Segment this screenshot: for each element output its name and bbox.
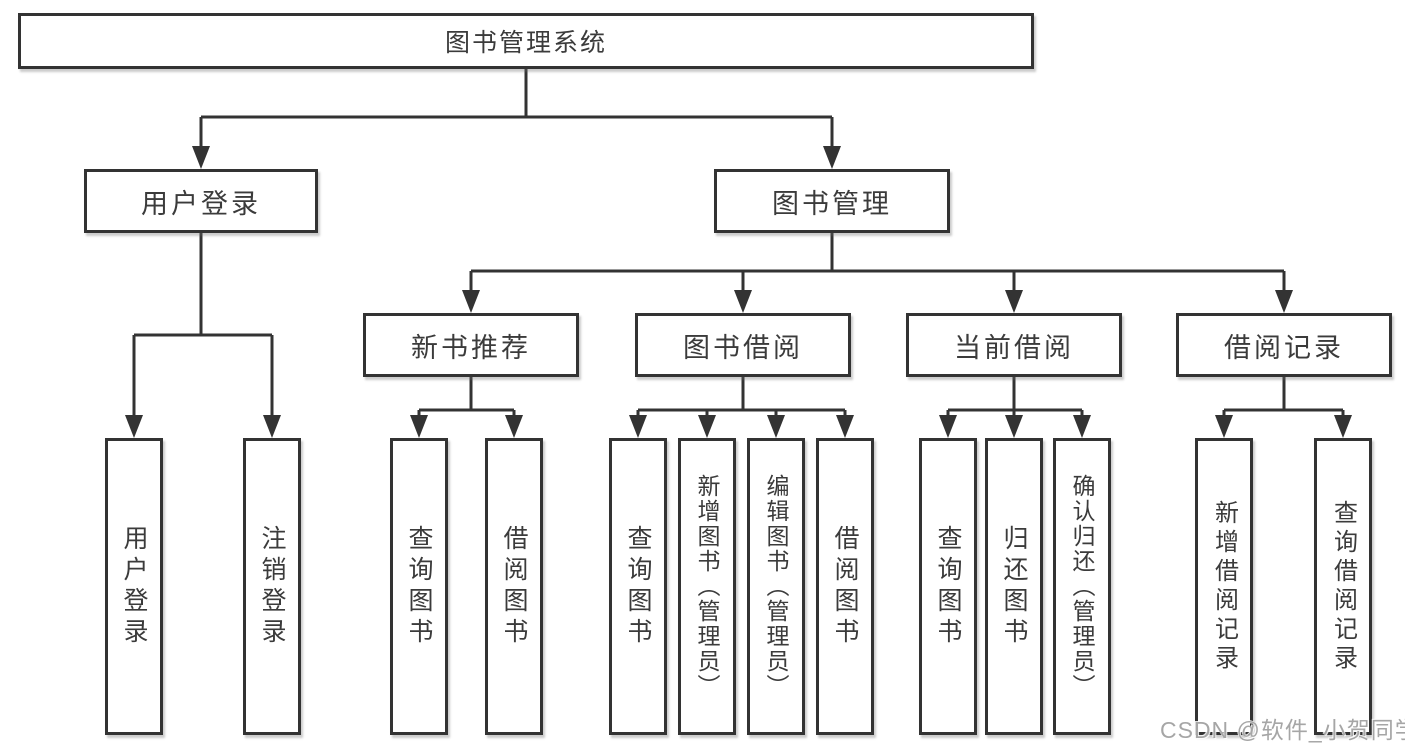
node-label: 注销登录 — [258, 524, 286, 649]
node-label: 借阅图书 — [831, 524, 859, 649]
node-label: 用户登录 — [141, 188, 261, 219]
connector-user-login — [132, 233, 274, 418]
node-current-borrowing: 当前借阅 — [906, 313, 1122, 377]
connector-book-borrow — [636, 377, 847, 418]
node-label: 查询图书 — [624, 524, 652, 649]
node-label: 图书管理系统 — [444, 29, 607, 57]
connector-current-borrow — [946, 377, 1084, 418]
leaf-logout: 注销登录 — [243, 438, 301, 735]
leaf-query-borrow-record: 查询借阅记录 — [1314, 438, 1372, 735]
connector-borrow-records — [1222, 377, 1345, 418]
leaf-confirm-return-admin: 确认归还（管理员） — [1053, 438, 1111, 735]
leaf-borrow-books-borrowing: 借阅图书 — [816, 438, 874, 735]
node-label: 图书管理 — [772, 188, 892, 219]
csdn-watermark: CSDN @软件_小贺同学 — [1160, 717, 1405, 743]
node-label: 查询图书 — [405, 524, 433, 649]
leaf-return-books: 归还图书 — [985, 438, 1043, 735]
node-label: 归还图书 — [1000, 524, 1028, 649]
node-label: 查询图书 — [934, 524, 962, 649]
leaf-query-books-current: 查询图书 — [919, 438, 977, 735]
leaf-add-borrow-record: 新增借阅记录 — [1195, 438, 1253, 735]
connector-new-books — [417, 377, 516, 418]
connector-book-management — [469, 233, 1286, 293]
node-borrowing-records: 借阅记录 — [1176, 313, 1392, 377]
leaf-add-books-admin: 新增图书（管理员） — [678, 438, 736, 735]
node-label: 图书借阅 — [683, 332, 803, 363]
leaf-user-login: 用户登录 — [105, 438, 163, 735]
node-library-management-system: 图书管理系统 — [18, 13, 1034, 69]
node-label: 当前借阅 — [954, 332, 1074, 363]
node-label: 确认归还（管理员） — [1069, 474, 1095, 699]
node-label: 新书推荐 — [411, 332, 531, 363]
node-label: 查询借阅记录 — [1329, 499, 1357, 674]
leaf-query-books-borrowing: 查询图书 — [609, 438, 667, 735]
leaf-borrow-books-recommend: 借阅图书 — [485, 438, 543, 735]
leaf-query-books-recommend: 查询图书 — [390, 438, 448, 735]
node-user-login: 用户登录 — [84, 169, 318, 233]
leaf-edit-books-admin: 编辑图书（管理员） — [747, 438, 805, 735]
node-label: 借阅图书 — [500, 524, 528, 649]
node-book-management: 图书管理 — [714, 169, 950, 233]
node-label: 编辑图书（管理员） — [763, 474, 789, 699]
arrowheads — [125, 146, 1352, 438]
node-label: 新增借阅记录 — [1210, 499, 1238, 674]
node-new-book-recommend: 新书推荐 — [363, 313, 579, 377]
connector-root — [199, 69, 834, 149]
node-label: 用户登录 — [120, 524, 148, 649]
node-label: 借阅记录 — [1224, 332, 1344, 363]
node-label: 新增图书（管理员） — [694, 474, 720, 699]
node-book-borrowing: 图书借阅 — [635, 313, 851, 377]
